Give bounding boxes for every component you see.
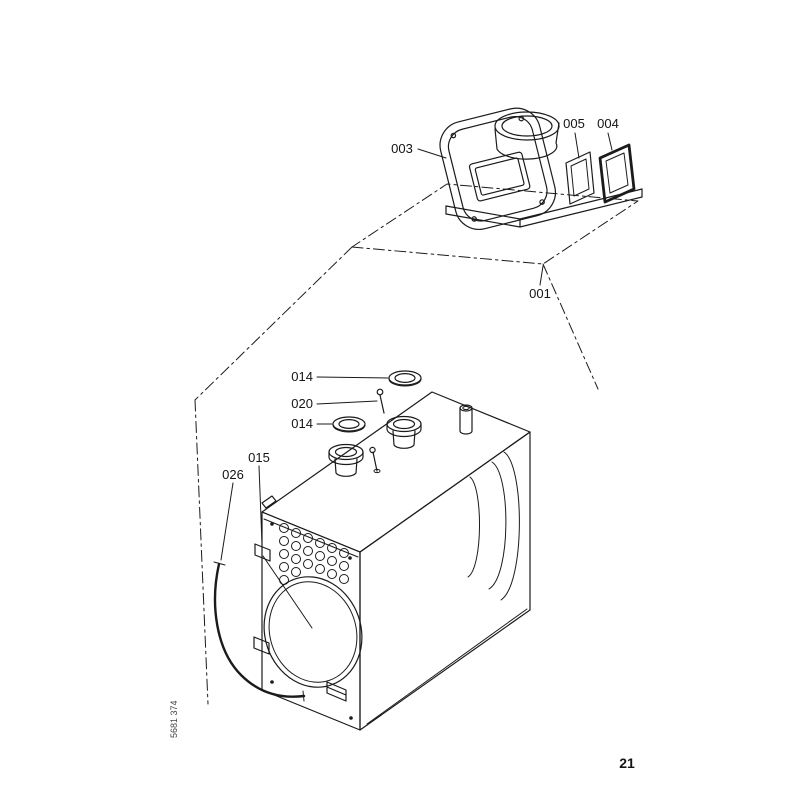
callout-026: 026 (222, 467, 244, 482)
hinge-bracket-upper (254, 543, 271, 562)
seal-cord-026 (213, 561, 306, 702)
pipe-stub-rear (386, 415, 422, 449)
pipe-stub-front (328, 443, 364, 477)
upper-assembly (439, 107, 643, 230)
combustion-opening (263, 576, 363, 688)
boiler-right-face (359, 431, 531, 731)
boiler-front-face (261, 495, 361, 731)
document-number: 5681 374 (169, 700, 179, 738)
gasket-014-rear (388, 370, 422, 387)
gasket-005 (565, 151, 595, 205)
sensor-pin-mounted (369, 446, 381, 474)
base-plate (445, 188, 643, 228)
gasket-004 (598, 143, 636, 204)
sensor-pin-020 (376, 388, 385, 414)
callout-005: 005 (563, 116, 585, 131)
gasket-014-front (332, 416, 366, 433)
boiler-body (213, 370, 531, 731)
tube-sheet-holes (279, 523, 349, 585)
callout-labels: 003 005 004 001 014 020 014 015 026 (222, 116, 619, 482)
leader-lines (220, 132, 613, 629)
mounting-plane-outline (351, 183, 639, 265)
hinge-bracket-lower (253, 636, 270, 655)
flue-collar (494, 111, 560, 160)
callout-014-front: 014 (291, 416, 313, 431)
burner-door (439, 107, 557, 230)
callout-003: 003 (391, 141, 413, 156)
callout-001: 001 (529, 286, 551, 301)
callout-020: 020 (291, 396, 313, 411)
callout-014-rear: 014 (291, 369, 313, 384)
rear-vent-pipe (459, 404, 473, 435)
callout-004: 004 (597, 116, 619, 131)
alignment-axis-lines (194, 246, 599, 705)
page-number: 21 (619, 755, 635, 771)
callout-015: 015 (248, 450, 270, 465)
